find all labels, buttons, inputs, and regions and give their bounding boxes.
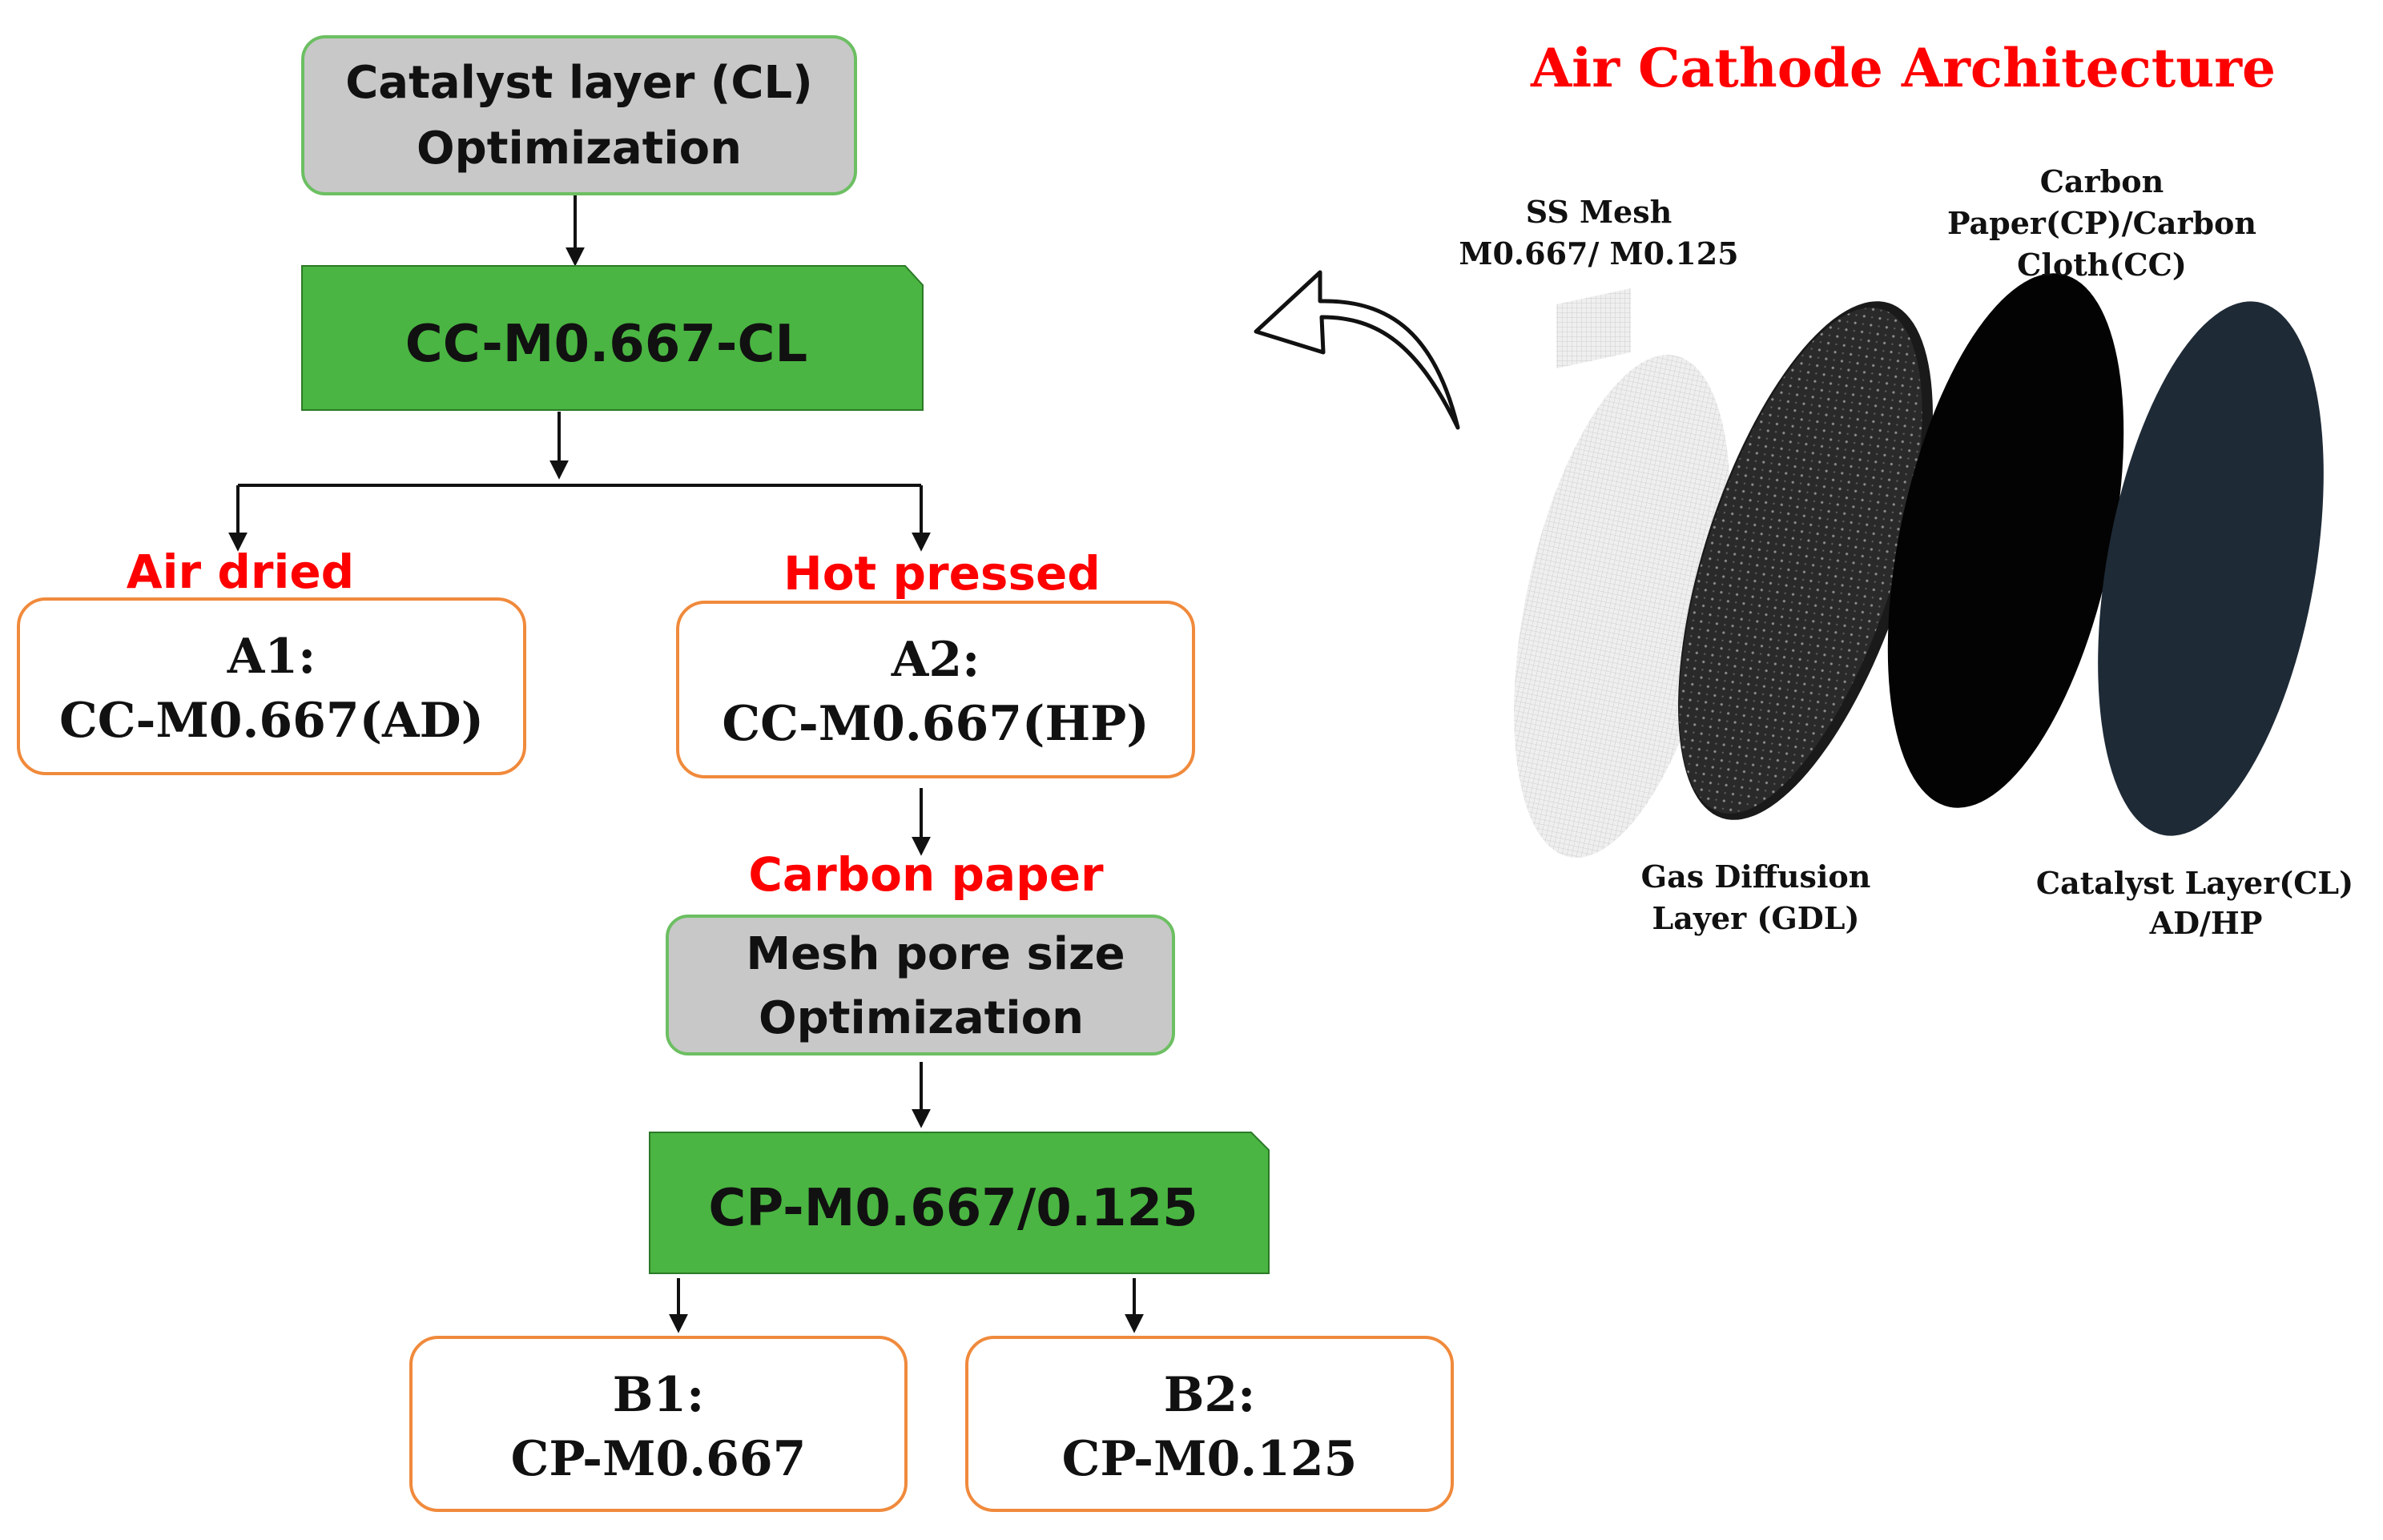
cl-optimization-line1: Catalyst layer (CL) [345,57,813,109]
carbon-paper-label-line1: Carbon [2040,163,2164,199]
b1-line1: B1: [613,1367,705,1423]
a1-line1: A1: [227,629,316,685]
catalyst-layer-label-line2: AD/HP [2149,905,2263,941]
carbon-paper-label: Carbon paper [748,847,1104,902]
a1-box: A1: CC-M0.667(AD) [17,597,526,775]
cp-m0667-0125-box: CP-M0.667/0.125 [649,1132,1270,1274]
a2-box: A2: CC-M0.667(HP) [676,601,1195,778]
mesh-optimization-box: Mesh pore size Optimization [666,915,1175,1055]
carbon-paper-label-line3: Cloth(CC) [2017,247,2187,283]
catalyst-layer-label-line1: Catalyst Layer(CL) [2036,865,2353,901]
gdl-label-line1: Gas Diffusion [1641,858,1871,895]
architecture-title: Air Cathode Architecture [1530,37,2276,99]
catalyst-layer-disc [2098,301,2324,836]
air-dried-label: Air dried [127,545,354,599]
a2-line1: A2: [891,632,980,688]
a2-line2: CC-M0.667(HP) [722,696,1149,752]
mesh-optimization-line2: Optimization [759,992,1084,1044]
gdl-disc [1678,301,1933,820]
b2-line2: CP-M0.125 [1062,1431,1358,1487]
b1-box: B1: CP-M0.667 [409,1336,908,1512]
cc-m0667-cl-box: CC-M0.667-CL [301,265,924,411]
cl-optimization-line2: Optimization [417,123,742,175]
b2-box: B2: CP-M0.125 [965,1336,1454,1512]
gdl-label-line2: Layer (GDL) [1652,900,1860,936]
cl-optimization-box: Catalyst layer (CL) Optimization [301,35,857,195]
mesh-optimization-line1: Mesh pore size [746,928,1125,980]
b1-line2: CP-M0.667 [511,1431,807,1487]
ss-mesh-disc [1514,288,1730,858]
ss-mesh-label-line2: M0.667/ M0.125 [1459,235,1738,271]
b2-line1: B2: [1164,1367,1256,1423]
hot-pressed-label: Hot pressed [783,546,1101,601]
carbon-paper-label-line2: Paper(CP)/Carbon [1947,205,2256,241]
ss-mesh-label-line1: SS Mesh [1526,194,1673,230]
carbon-paper-disc [1887,273,2124,808]
cp-m0667-0125-label: CP-M0.667/0.125 [708,1179,1198,1238]
curved-arrow-outline-icon [1254,270,1460,430]
cc-m0667-cl-label: CC-M0.667-CL [405,315,807,374]
a1-line2: CC-M0.667(AD) [59,693,484,749]
